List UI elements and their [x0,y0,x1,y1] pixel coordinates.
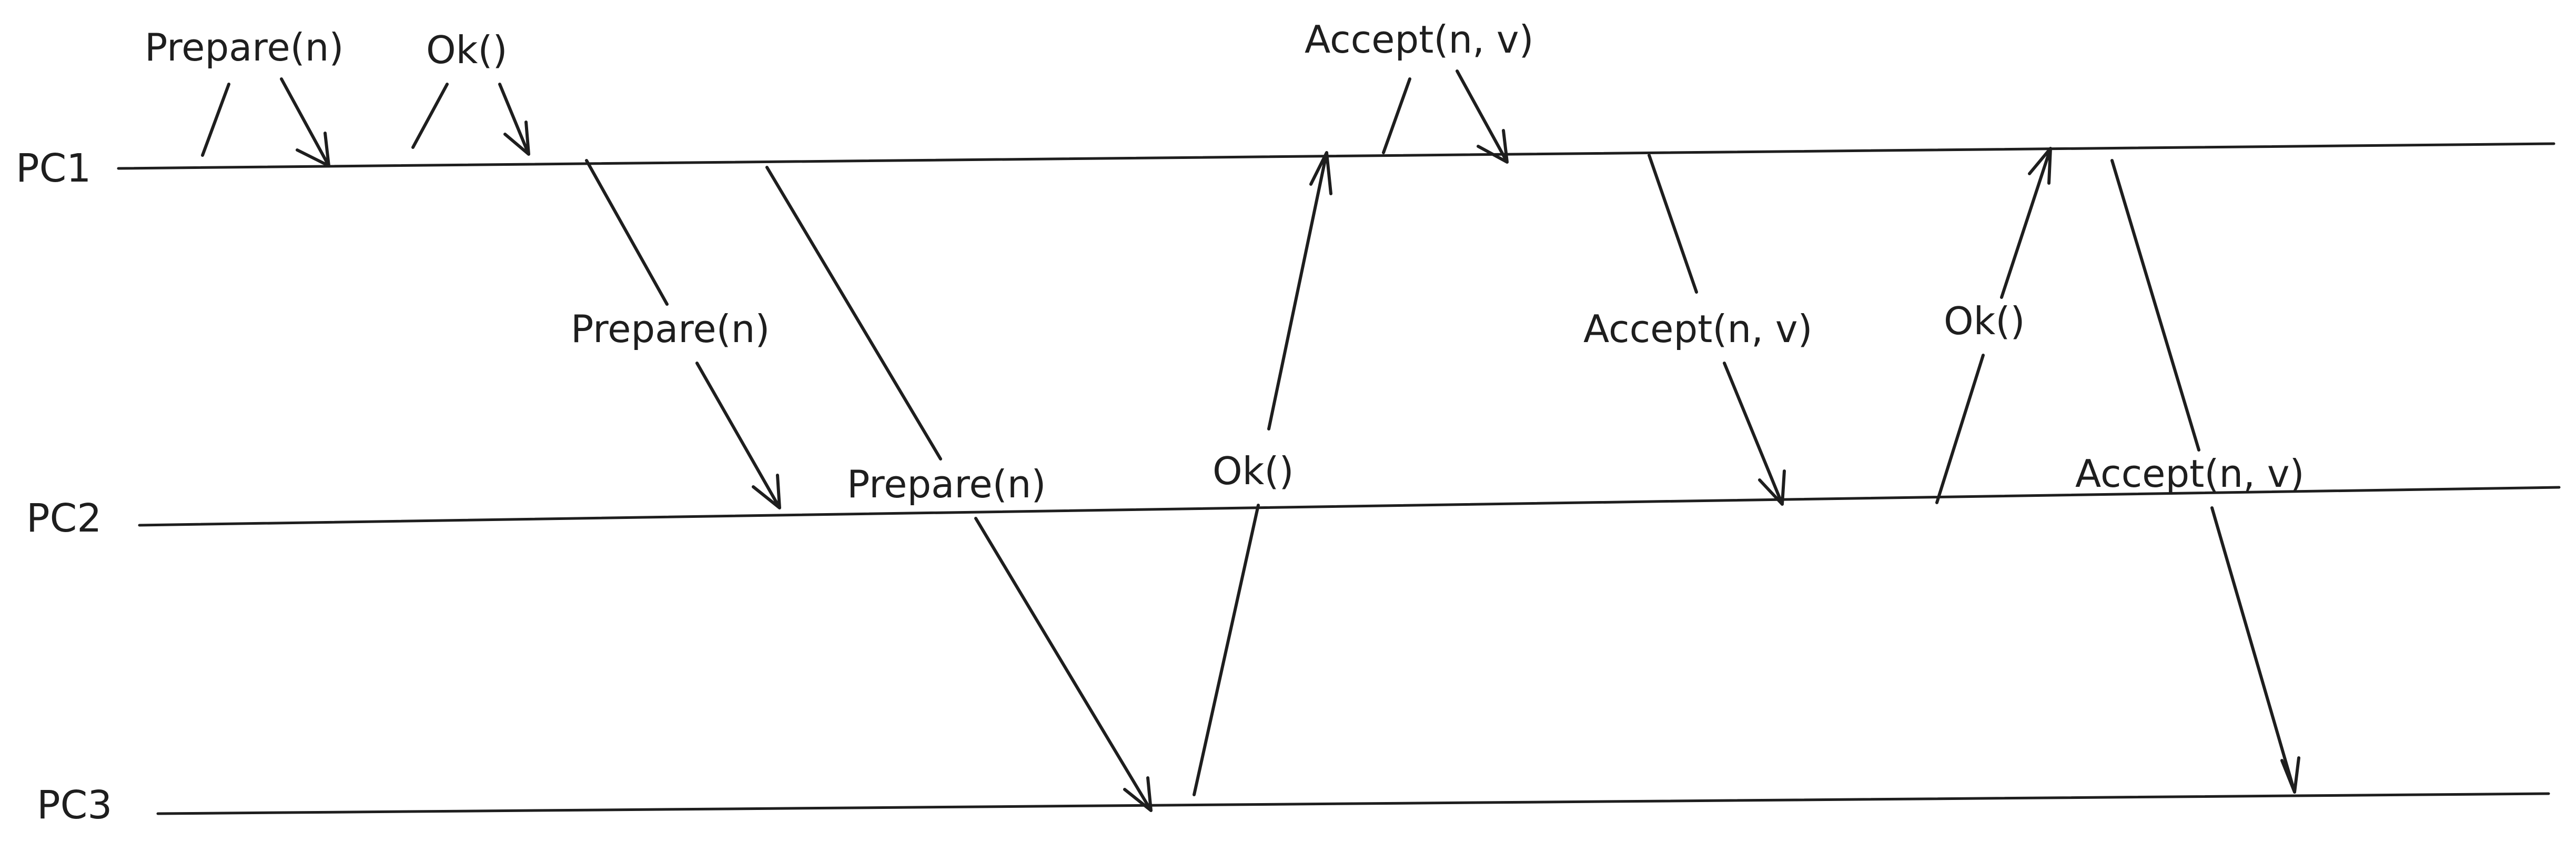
lane-line-pc3 [156,792,2550,815]
self-ok-arrow [498,83,530,156]
prepare-pc1-pc2-upper [585,159,669,306]
prepare-pc1-pc2-arrow [695,362,781,509]
msg-label-prepare-self: Prepare(n) [145,25,344,69]
accept-pc1-pc2-arrow [1723,362,1786,506]
prepare-pc1-pc3-upper [765,166,942,460]
lane-line-pc1 [117,142,2555,170]
self-prepare-out [201,83,230,157]
msg-label-ok-pc3: Ok() [1213,449,1294,493]
ok-pc3-pc1-lower [1193,504,1260,796]
self-prepare-arrow [280,77,330,167]
lane-label-pc2: PC2 [26,496,102,541]
lane-label-pc1: PC1 [16,146,91,191]
ok-pc2-pc1-arrow [2000,147,2052,299]
msg-label-accept-pc3: Accept(n, v) [2075,452,2305,496]
accept-pc1-pc2-upper [1648,154,1698,294]
msg-label-prepare-pc3: Prepare(n) [847,462,1046,506]
lane-label-pc3: PC3 [37,783,112,828]
accept-pc1-pc3-upper [2110,159,2200,452]
self-accept-out [1382,77,1411,154]
msg-label-accept-pc2: Accept(n, v) [1583,307,1813,351]
ok-pc3-pc1-arrow [1267,151,1332,430]
accept-pc1-pc3-arrow [2210,506,2300,794]
msg-label-accept-self: Accept(n, v) [1305,17,1534,62]
prepare-pc1-pc3-arrow [974,517,1153,812]
msg-label-prepare-pc2: Prepare(n) [571,307,770,351]
msg-label-ok-pc2: Ok() [1944,299,2025,343]
lane-line-pc2 [138,486,2561,527]
self-ok-out [411,83,449,149]
msg-label-ok-self: Ok() [426,28,508,72]
ok-pc2-pc1-lower [1935,354,1985,504]
self-accept-arrow [1456,69,1509,164]
